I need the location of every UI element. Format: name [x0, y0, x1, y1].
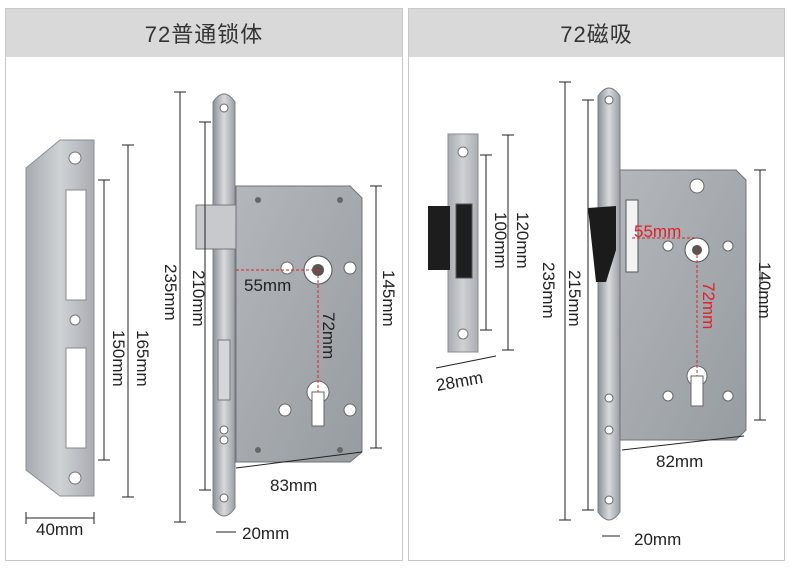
panel-magnetic-lock: 72磁吸 [408, 8, 785, 561]
panel-standard-lock: 72普通锁体 [5, 8, 403, 561]
panel-title-standard: 72普通锁体 [6, 9, 402, 57]
panel-title-magnetic: 72磁吸 [409, 9, 784, 57]
